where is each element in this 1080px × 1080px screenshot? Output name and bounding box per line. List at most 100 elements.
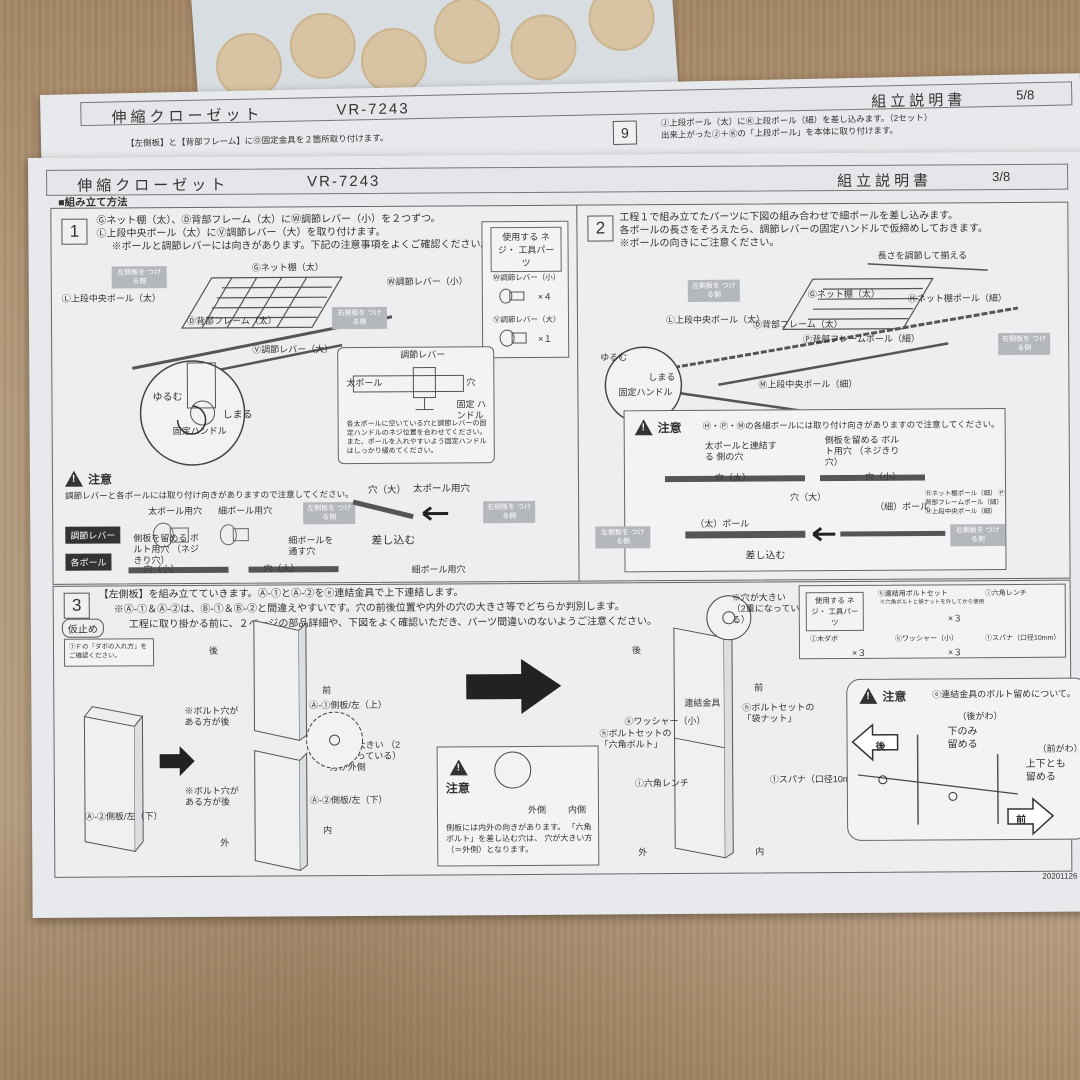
pole-text: 太ポール xyxy=(346,377,383,389)
hole-large-label: 穴（大） xyxy=(714,472,752,483)
step1-number: 1 xyxy=(61,218,88,245)
front-instruction-sheet: 伸縮クローゼット VR-7243 組立説明書 3/8 ■組み立て方法 1 Ⓖネッ… xyxy=(28,151,1080,918)
zoom-circle xyxy=(306,711,364,769)
hole-zoom-circle xyxy=(494,751,532,789)
caution-title: 注意 xyxy=(657,421,682,436)
caution-title: 注意 xyxy=(882,689,907,704)
fix-handle-label: 固定ハンドル xyxy=(172,425,227,437)
pole-list: Ⓗネット棚ポール（細） Ⓟ背部フレームポール（細） Ⓜ上段中央ポール（細） xyxy=(925,490,1005,516)
step2-line: 各ポールの長さをそろえたら、調節レバーの固定ハンドルで仮締めしておきます。 xyxy=(619,223,988,237)
step3-line: ※Ⓐ-①＆Ⓐ-②は、Ⓑ-①＆Ⓑ-②と間違えやすいです。穴の前後位置や内外の穴の大… xyxy=(113,601,625,616)
caution-title: 注意 xyxy=(445,781,470,796)
dowel-label: ⓙ木ダボ xyxy=(809,636,838,644)
outer-side-label: 外側 xyxy=(527,804,547,815)
dowel-note: ①Ｆの「ダボの入れ方」を ご確認ください。 xyxy=(68,643,148,660)
doc-title: 組立説明書 xyxy=(871,91,967,111)
net-shelf-label: Ⓖネット棚（太） xyxy=(251,262,324,273)
thin-hole-label: 細ポール用穴 xyxy=(218,505,273,516)
caution-text: Ⓗ・Ⓟ・Ⓜの各細ボールには取り付け向きがありますので注意してください。 xyxy=(702,419,1000,431)
center-pole-thin-label: Ⓜ上段中央ポール（細） xyxy=(758,378,858,390)
back-label: 後 xyxy=(208,645,219,656)
step2-frame-diagram xyxy=(604,263,1019,424)
big-right-arrow-icon xyxy=(466,658,562,714)
hex-wrench-label: ⓘ六角レンチ xyxy=(634,777,689,789)
warning-icon xyxy=(859,687,878,704)
right-side-arrow: 右側板を つける側 xyxy=(998,332,1051,356)
back-step-number: 9 xyxy=(612,120,638,146)
dowel-note-box: ①Ｆの「ダボの入れ方」を ご確認ください。 xyxy=(63,638,155,667)
sticker-dot xyxy=(586,0,657,54)
lever-text: 調節レバー xyxy=(400,349,446,360)
front-sheet-header: 伸縮クローゼット VR-7243 組立説明書 3/8 xyxy=(46,163,1069,196)
model-code: VR-7243 xyxy=(307,172,381,191)
handle-text: 固定 ハンドル xyxy=(456,399,487,421)
tighten-label: しまる xyxy=(648,372,676,383)
lever-detail-box: 調節レバー 太ポール 穴 固定 ハンドル 各太ポールに空いている穴と調節レバーの… xyxy=(337,346,495,465)
step2-line: ※ポールの向きにご注意ください。 xyxy=(619,237,780,250)
net-shelf-pole-label: Ⓗネット棚ポール（細） xyxy=(907,293,1007,304)
back-frame-pole-label: Ⓟ背部フレームポール（細） xyxy=(803,333,920,345)
bolt-set-note: ※六角ボルトと袋ナットを外してから使用 xyxy=(879,599,985,606)
thick-connect-label: 太ポールと連結する 側の穴 xyxy=(704,440,777,462)
lever-pair-diagram xyxy=(152,522,249,548)
left-side-arrow: 左側板を つける側 xyxy=(111,266,167,289)
washer-qty: ×３ xyxy=(948,647,963,658)
step3-line: 工程に取り掛かる前に、２ページの部品詳細や、下図をよく確認いただき、パーツ間違い… xyxy=(128,616,657,631)
top-zoom-circle xyxy=(706,595,752,641)
tighten-label: しまる xyxy=(222,409,253,421)
parts-box-title: 使用する ネジ・ 工具パーツ xyxy=(805,591,864,632)
lever-detail-diagram xyxy=(352,367,464,411)
model-code: VR-7243 xyxy=(336,100,410,119)
connector-caution-box: 注意 ⓔ連結金具のボルト留めについて。 （後がわ） 下のみ 留める （前がわ） … xyxy=(846,677,1080,842)
inner-label: 内 xyxy=(323,825,333,836)
caution-title: 注意 xyxy=(87,472,113,487)
parts-item: Ⓦ調節レバー（小） xyxy=(492,272,561,283)
lever-small-label: Ⓦ調節レバー（小） xyxy=(386,276,468,287)
warning-icon xyxy=(449,759,468,776)
right-arrow-icon xyxy=(159,746,195,777)
lever-section-label: 調節レバー xyxy=(65,526,121,544)
pass-note: 細ポールを 通す穴 xyxy=(288,535,334,557)
parts-qty: ×１ xyxy=(538,333,553,344)
washer-label: ⓚワッシャー（小） xyxy=(624,715,706,727)
handle-zoom-circle xyxy=(139,360,246,466)
step3-caution-box: 注意 外側 内側 側板には内外の向きがあります。 「六角ボルト」を差し込む穴は、… xyxy=(436,745,600,867)
hex-bolt-label: ⓗボルトセットの 「六角ボルト」 xyxy=(599,728,672,750)
connector-label: 連結金具 xyxy=(684,697,721,709)
spanner-label: ①スパナ（口径10mm） xyxy=(984,634,1061,643)
bolt-hole-back-note-2: ※ボルト穴が ある方が後 xyxy=(184,785,239,808)
page-number: 3/8 xyxy=(992,169,1011,185)
front-label: 前 xyxy=(754,682,764,693)
bolt-qty: ×３ xyxy=(947,613,963,624)
insert-label: 差し込む xyxy=(371,534,416,547)
step3-number: 3 xyxy=(63,592,90,619)
front-side-note: （前がわ） xyxy=(1037,743,1080,754)
step1-panel: 1 Ⓖネット棚（太）、Ⓓ背部フレーム（太）にⓌ調節レバー（小）を２つずつ。 Ⓛ上… xyxy=(50,204,580,585)
hole-text: 穴 xyxy=(466,377,476,388)
right-side-arrow: 右側板を つける側 xyxy=(483,500,536,524)
step2-number: 2 xyxy=(587,215,614,242)
back-side-note: （後がわ） xyxy=(957,711,1003,722)
back-label: 後 xyxy=(631,645,642,656)
net-shelf-label: Ⓖネット棚（太） xyxy=(807,288,880,300)
caution-text: ⓔ連結金具のボルト留めについて。 xyxy=(932,688,1076,700)
step1-parts-box: 使用する ネジ・ 工具パーツ Ⓦ調節レバー（小） ×４ Ⓥ調節レバー（大） ×１ xyxy=(481,220,570,359)
step3-parts-box: 使用する ネジ・ 工具パーツ ⓗ連結用ボルトセット ※六角ボルトと袋ナットを外し… xyxy=(798,583,1067,660)
center-pole-label: Ⓛ上段中央ポール（太） xyxy=(665,314,766,326)
thick-pole-diagram xyxy=(685,526,946,542)
page-number: 5/8 xyxy=(1016,87,1035,103)
front-label: 前 xyxy=(322,685,332,696)
temp-fix-tag: 仮止め xyxy=(61,618,104,638)
connector-detail-diagram xyxy=(857,734,1018,825)
left-side-arrow: 左側板を つける側 xyxy=(595,526,651,549)
product-title: 伸縮クローゼット xyxy=(77,176,230,195)
loosen-label: ゆるむ xyxy=(152,392,183,404)
cap-nut-label: ⓗボルトセットの 「袋ナット」 xyxy=(742,702,815,724)
outer-label: 外 xyxy=(220,837,230,848)
fasten-label-2: 留める xyxy=(1025,771,1056,783)
right-side-arrow: 右側板を つける側 xyxy=(331,306,388,330)
hole-large-label-2: 穴（大） xyxy=(790,492,827,503)
insert-diagram xyxy=(352,499,449,521)
left-side-arrow: 左側板を つける側 xyxy=(303,502,356,525)
pole-section-label: 各ポール xyxy=(65,553,112,571)
